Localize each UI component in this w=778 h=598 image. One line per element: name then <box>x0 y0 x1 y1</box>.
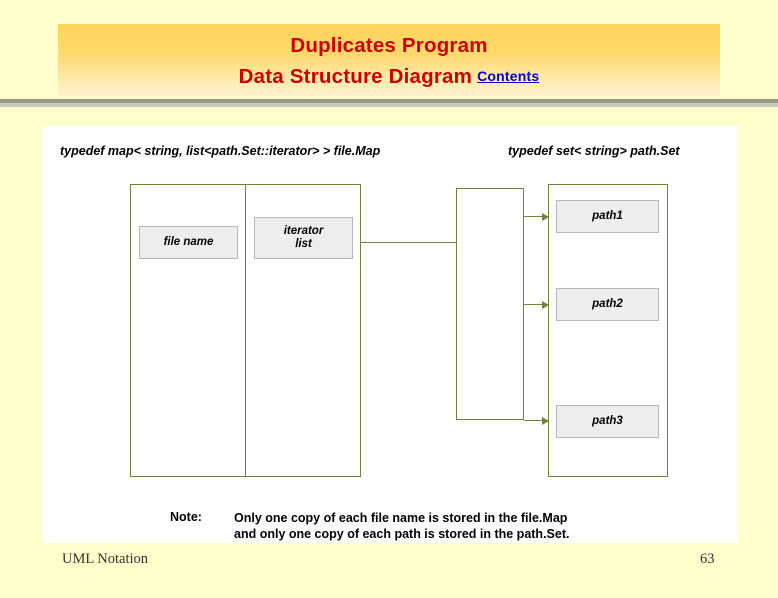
path-cell-2: path2 <box>556 288 659 321</box>
contents-link[interactable]: Contents <box>477 68 540 84</box>
slide-number: 63 <box>700 551 715 567</box>
connector-arrow-head-1 <box>542 213 549 221</box>
typedef-file-map-label: typedef map< string, list<path.Set::iter… <box>60 144 381 158</box>
footer-left-text: UML Notation <box>62 551 149 567</box>
divider-bar-dark <box>0 99 778 103</box>
note-text: Only one copy of each file name is store… <box>234 510 569 542</box>
connector-arrow-head-2 <box>542 301 549 309</box>
path-cell-3: path3 <box>556 405 659 438</box>
connector-arrow-line-1 <box>524 216 549 217</box>
path-cell-1-label: path1 <box>592 210 623 222</box>
data-structure-diagram: typedef map< string, list<path.Set::iter… <box>42 126 738 543</box>
connector-arrow-line-2 <box>524 304 549 305</box>
path-cell-2-label: path2 <box>592 298 623 310</box>
file-name-cell: file name <box>139 226 238 259</box>
note-text-line-2: and only one copy of each path is stored… <box>234 527 570 541</box>
note-text-line-1: Only one copy of each file name is store… <box>234 511 568 525</box>
typedef-path-set-label: typedef set< string> path.Set <box>508 144 680 158</box>
note-label: Note: <box>170 510 202 524</box>
iterator-list-line-2: list <box>295 238 312 250</box>
iterator-list-line-1: iterator <box>283 225 324 237</box>
connector-arrow-line-3 <box>524 420 549 421</box>
slide-title-line-2-text: Data Structure Diagram <box>238 65 473 88</box>
connector-arrow-head-3 <box>542 417 549 425</box>
path-cell-3-label: path3 <box>592 415 623 427</box>
iterator-list-cell: iterator list <box>254 217 353 259</box>
banner-divider <box>0 99 778 108</box>
divider-bar-light <box>0 103 778 107</box>
slide-title-line-1: Duplicates Program <box>290 34 488 57</box>
title-banner: Duplicates Program Data Structure Diagra… <box>58 24 720 96</box>
title-block: Duplicates Program Data Structure Diagra… <box>58 24 720 92</box>
file-name-cell-label: file name <box>163 236 214 248</box>
connector-spine-box <box>456 188 524 420</box>
path-cell-1: path1 <box>556 200 659 233</box>
connector-iterator-to-spine <box>361 242 457 243</box>
